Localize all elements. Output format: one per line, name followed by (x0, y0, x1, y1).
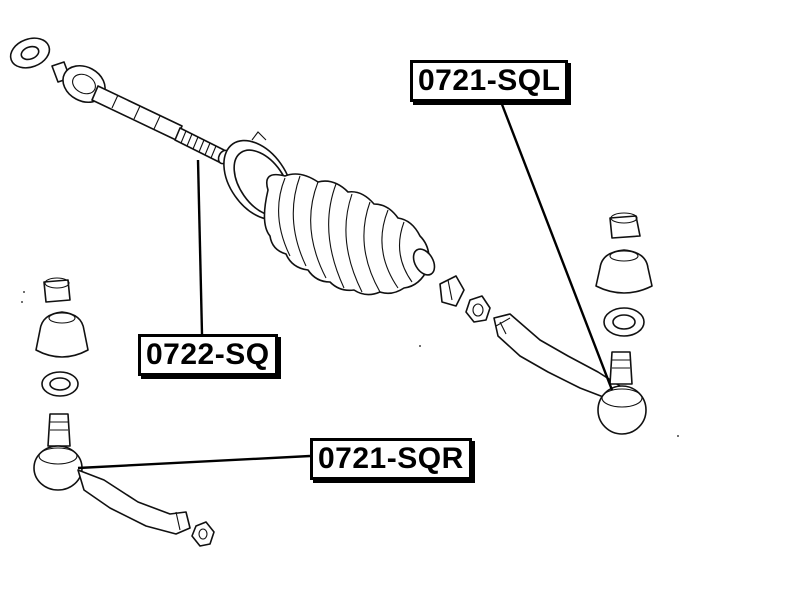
tie-rod-end-left (465, 212, 653, 435)
inner-tie-rod (9, 37, 231, 165)
dust-boot (35, 311, 89, 358)
castle-nut (43, 277, 71, 303)
lock-washer (9, 37, 51, 69)
part-label-0722-sq: 0722-SQ (138, 334, 278, 376)
dust-boot (595, 249, 653, 294)
jam-nut (465, 295, 491, 323)
part-label-0721-sqr: 0721-SQR (310, 438, 472, 480)
ball-joint-housing (597, 385, 647, 435)
castle-nut (609, 212, 641, 239)
leader-line-sqr (77, 454, 311, 470)
seal-ring (41, 371, 79, 397)
seal-ring (603, 307, 645, 337)
steering-boot (223, 131, 465, 307)
leader-line-sql (496, 93, 614, 391)
part-label-0721-sql: 0721-SQL (410, 60, 569, 102)
tie-rod-end-right (33, 277, 215, 547)
leader-line-sq (196, 159, 204, 335)
